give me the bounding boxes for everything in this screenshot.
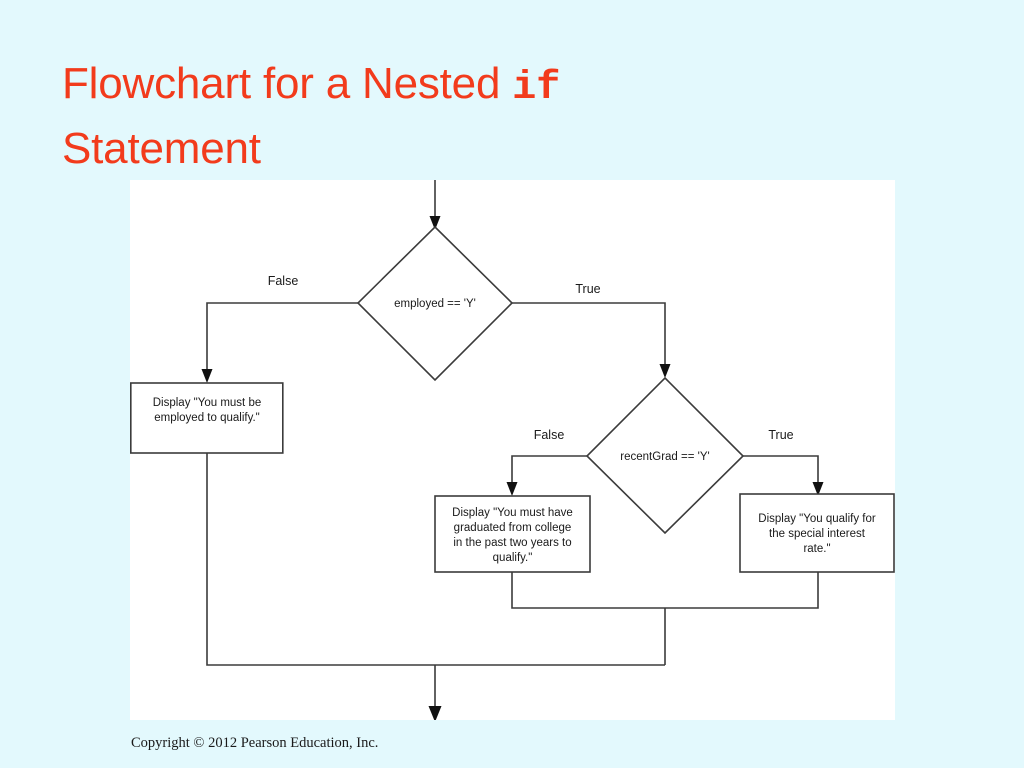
process-not-recent-grad-line2: graduated from college (454, 522, 572, 534)
process-qualifies-line3: rate." (803, 543, 830, 555)
process-not-recent-grad-line4: qualify." (493, 552, 533, 564)
connector-employed-true: True (512, 282, 671, 378)
branch-label-recentgrad-false: False (534, 428, 565, 442)
entry-connector (429, 180, 441, 230)
connector-recentgrad-false: False (506, 428, 587, 496)
branch-label-employed-true: True (575, 282, 600, 296)
decision-employed-label: employed == 'Y' (394, 298, 476, 310)
process-qualifies: Display "You qualify for the special int… (739, 493, 895, 573)
process-not-recent-grad: Display "You must have graduated from co… (434, 495, 591, 573)
process-not-employed-line1: Display "You must be (153, 397, 262, 409)
process-qualifies-line1: Display "You qualify for (758, 513, 876, 525)
process-not-employed-line2: employed to qualify." (154, 412, 260, 424)
process-qualifies-line2: the special interest (769, 528, 866, 540)
connector-outer-merge (206, 453, 665, 666)
process-not-recent-grad-line1: Display "You must have (452, 507, 573, 519)
title-keyword-if: if (512, 66, 561, 112)
title-text-part2: Statement (62, 124, 261, 174)
flowchart-svg: employed == 'Y' False True Display "You … (130, 180, 895, 720)
process-not-recent-grad-line3: in the past two years to (453, 537, 571, 549)
connector-employed-false: False (201, 274, 358, 383)
title-text-part1: Flowchart for a Nested (62, 59, 513, 109)
process-not-employed: Display "You must be employed to qualify… (130, 382, 284, 454)
exit-connector (428, 665, 442, 720)
copyright-notice: Copyright © 2012 Pearson Education, Inc. (131, 735, 379, 751)
connector-inner-merge (511, 572, 819, 665)
flowchart-canvas: employed == 'Y' False True Display "You … (130, 180, 895, 720)
decision-recentgrad: recentGrad == 'Y' (585, 376, 745, 535)
branch-label-recentgrad-true: True (768, 428, 793, 442)
decision-recentgrad-label: recentGrad == 'Y' (620, 451, 709, 463)
branch-label-employed-false: False (268, 274, 299, 288)
decision-employed: employed == 'Y' (356, 225, 514, 382)
connector-recentgrad-true: True (743, 428, 824, 496)
